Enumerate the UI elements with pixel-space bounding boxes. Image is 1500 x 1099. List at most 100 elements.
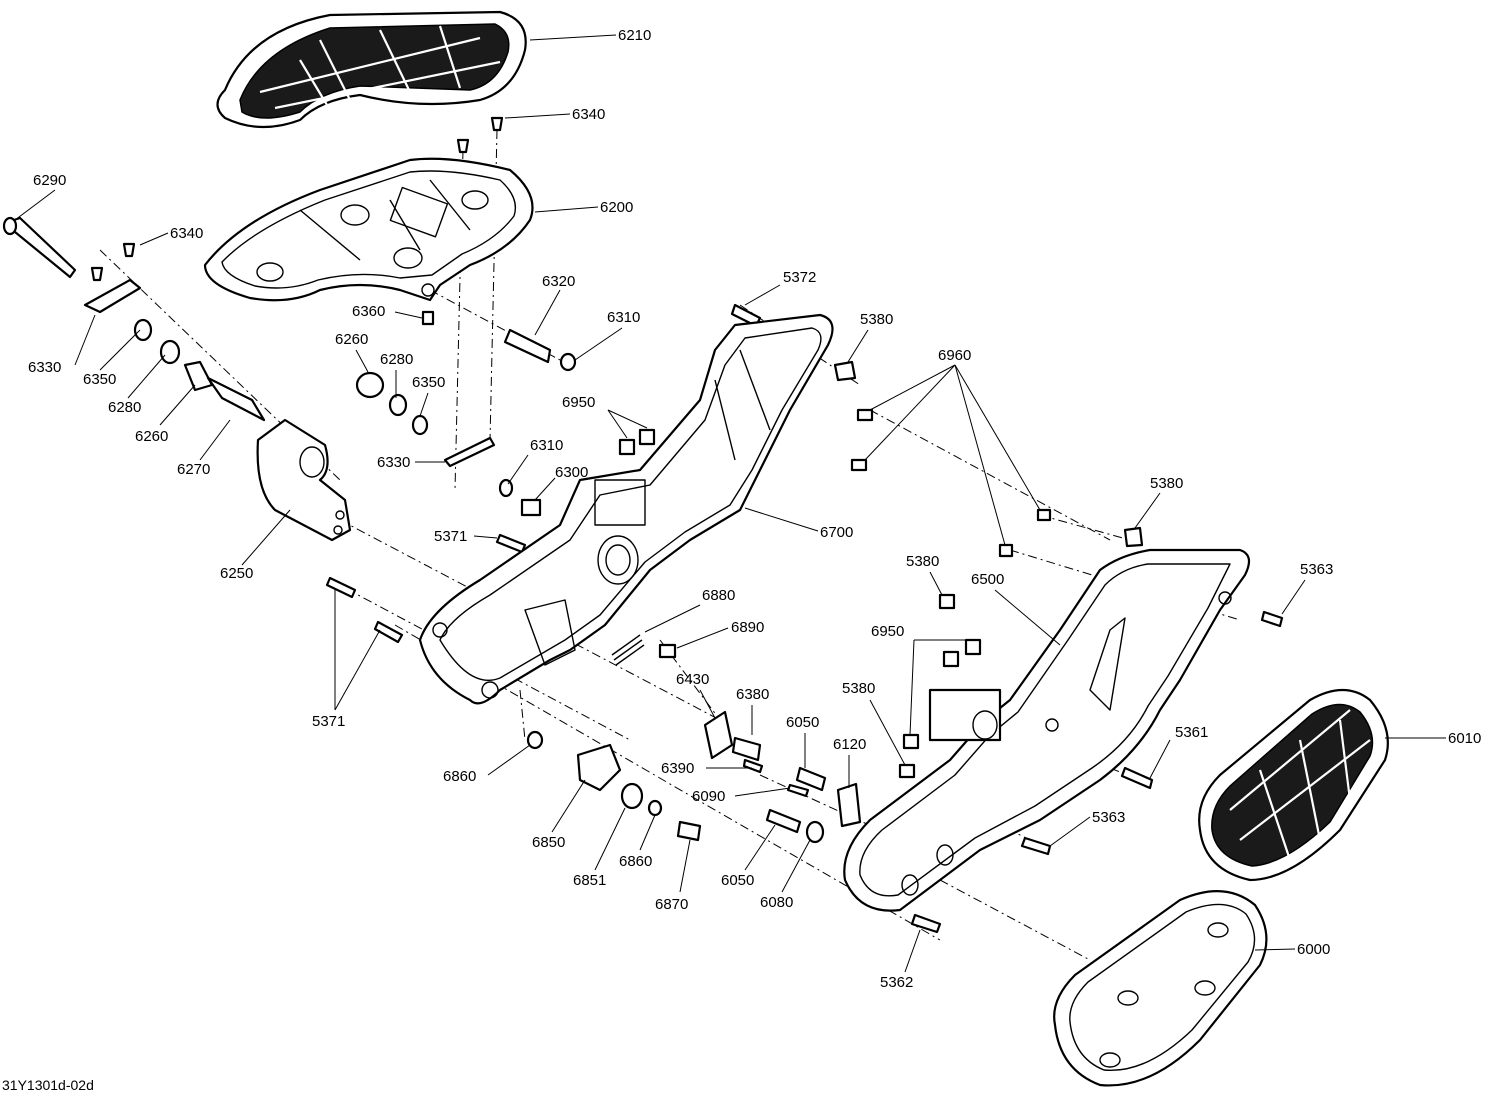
callout-leader-5363 xyxy=(1281,579,1306,615)
callout-leader-6090 xyxy=(734,787,791,797)
callout-leader-6950 xyxy=(607,409,648,429)
drawing-id-label: 31Y1301d-02d xyxy=(2,1077,94,1093)
callout-label-6050: 6050 xyxy=(786,714,819,731)
callout-leader-6260 xyxy=(355,349,369,373)
callout-label-6950: 6950 xyxy=(871,623,904,640)
callout-leader-6960 xyxy=(864,364,956,461)
callout-leader-6350 xyxy=(419,392,429,417)
callout-label-6700: 6700 xyxy=(820,524,853,541)
callout-leader-5380 xyxy=(929,571,943,596)
callout-leader-6050 xyxy=(744,824,776,871)
callout-label-6960: 6960 xyxy=(938,347,971,364)
callout-labels: 6210634062906200634063206310633063606260… xyxy=(14,27,1481,991)
callout-leader-5361 xyxy=(1149,739,1171,779)
callout-label-6320: 6320 xyxy=(542,273,575,290)
callout-label-6860: 6860 xyxy=(619,853,652,870)
callout-label-6000: 6000 xyxy=(1297,941,1330,958)
part-6200-footrest-plate xyxy=(203,157,534,302)
callout-label-6350: 6350 xyxy=(83,371,116,388)
callout-label-6950: 6950 xyxy=(562,394,595,411)
callout-label-6080: 6080 xyxy=(760,894,793,911)
callout-label-5371: 5371 xyxy=(434,528,467,545)
hardware-small-parts xyxy=(2,116,1284,934)
callout-label-6280: 6280 xyxy=(108,399,141,416)
callout-leader-6890 xyxy=(676,627,729,649)
callout-leader-6960 xyxy=(954,364,1006,546)
callout-label-6250: 6250 xyxy=(220,565,253,582)
callout-label-6260: 6260 xyxy=(335,331,368,348)
callout-label-6340: 6340 xyxy=(572,106,605,123)
callout-label-5363: 5363 xyxy=(1300,561,1333,578)
callout-label-6890: 6890 xyxy=(731,619,764,636)
callout-label-6300: 6300 xyxy=(555,464,588,481)
callout-leader-6700 xyxy=(744,507,819,532)
callout-leader-5362 xyxy=(904,929,921,973)
callout-leader-6270 xyxy=(199,419,231,461)
callout-label-6310: 6310 xyxy=(607,309,640,326)
callout-leader-5371 xyxy=(334,629,381,711)
part-6250-housing xyxy=(256,418,352,542)
callout-label-5371: 5371 xyxy=(312,713,345,730)
callout-leader-6850 xyxy=(551,779,586,833)
part-6700-frame xyxy=(418,313,834,705)
callout-leader-6340 xyxy=(139,232,169,246)
callout-leader-6430 xyxy=(699,689,716,719)
callout-label-6290: 6290 xyxy=(33,172,66,189)
callout-label-6350: 6350 xyxy=(412,374,445,391)
callout-leader-6950 xyxy=(909,639,915,736)
callout-label-6390: 6390 xyxy=(661,760,694,777)
part-6000-pad xyxy=(1053,890,1268,1087)
callout-leader-5380 xyxy=(869,699,906,766)
callout-label-6330: 6330 xyxy=(28,359,61,376)
callout-label-6260: 6260 xyxy=(135,428,168,445)
callout-label-6310: 6310 xyxy=(530,437,563,454)
callout-leader-6860 xyxy=(487,744,531,776)
callout-label-5380: 5380 xyxy=(842,680,875,697)
callout-leader-6210 xyxy=(529,34,617,41)
callout-leader-6960 xyxy=(954,364,1041,511)
callout-leader-6310 xyxy=(574,327,623,361)
callout-label-6330: 6330 xyxy=(377,454,410,471)
callout-leader-5380 xyxy=(847,329,869,363)
callout-leader-6250 xyxy=(241,509,291,566)
callout-leader-6360 xyxy=(394,311,423,319)
callout-leader-6950 xyxy=(607,409,628,439)
callout-leader-6320 xyxy=(534,289,561,336)
callout-leader-6500 xyxy=(994,589,1061,646)
callout-leader-5372 xyxy=(744,284,781,306)
callout-leader-5371 xyxy=(473,535,498,539)
callout-leader-6960 xyxy=(869,364,956,411)
callout-leader-6870 xyxy=(679,839,691,893)
callout-label-6851: 6851 xyxy=(573,872,606,889)
callout-leader-6200 xyxy=(534,206,599,213)
callout-leader-6310 xyxy=(507,454,529,485)
callout-leader-6340 xyxy=(504,113,571,119)
callout-label-6270: 6270 xyxy=(177,461,210,478)
callout-label-6050: 6050 xyxy=(721,872,754,889)
callout-label-6880: 6880 xyxy=(702,587,735,604)
callout-leader-6280 xyxy=(127,354,166,399)
callout-label-5372: 5372 xyxy=(783,269,816,286)
callout-label-6430: 6430 xyxy=(676,671,709,688)
callout-label-6850: 6850 xyxy=(532,834,565,851)
callout-leader-6080 xyxy=(781,839,811,893)
callout-leader-6300 xyxy=(534,477,556,501)
callout-label-6090: 6090 xyxy=(692,788,725,805)
callout-label-6120: 6120 xyxy=(833,736,866,753)
callout-leader-6851 xyxy=(594,807,626,871)
callout-label-6380: 6380 xyxy=(736,686,769,703)
callout-label-5380: 5380 xyxy=(1150,475,1183,492)
callout-label-6210: 6210 xyxy=(618,27,651,44)
callout-leader-6290 xyxy=(14,189,56,221)
callout-label-5380: 5380 xyxy=(860,311,893,328)
callout-label-5363: 5363 xyxy=(1092,809,1125,826)
callout-label-6010: 6010 xyxy=(1448,730,1481,747)
callout-label-5362: 5362 xyxy=(880,974,913,991)
callout-leader-6000 xyxy=(1254,948,1296,951)
callout-label-6340: 6340 xyxy=(170,225,203,242)
callout-label-5361: 5361 xyxy=(1175,724,1208,741)
callout-leader-6860 xyxy=(639,814,656,851)
callout-leader-6880 xyxy=(644,604,701,633)
callout-label-6500: 6500 xyxy=(971,571,1004,588)
